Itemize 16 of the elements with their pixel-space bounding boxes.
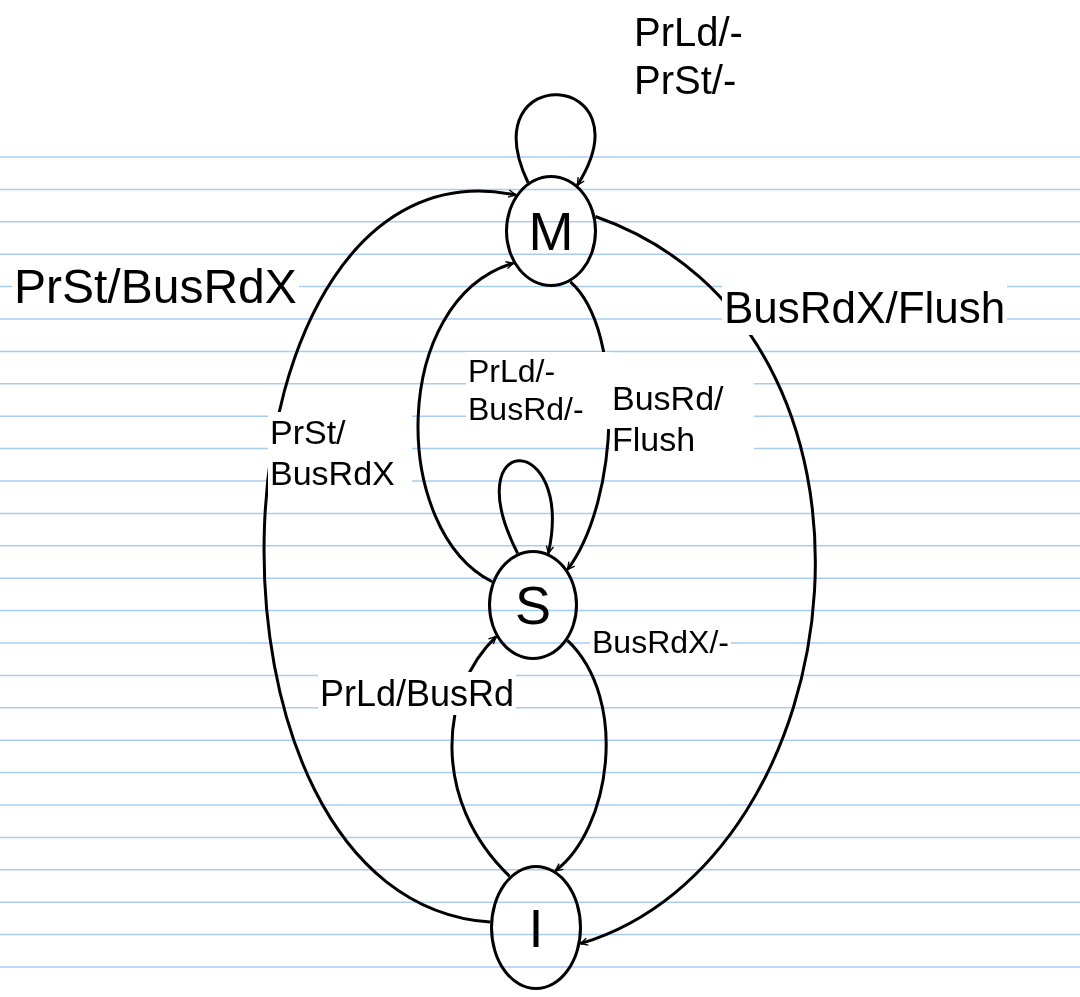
state-name: S — [515, 578, 551, 632]
transition-arrow — [554, 639, 608, 872]
edge-label: PrLd/BusRd — [318, 672, 517, 716]
state-name: M — [528, 204, 574, 258]
state-name: I — [528, 900, 544, 955]
edge-label: PrLd/- BusRd/- — [466, 352, 610, 429]
transition-arrow — [515, 93, 597, 186]
state-circle — [490, 865, 582, 990]
transition-arrow — [498, 459, 554, 554]
transition-arrow — [416, 261, 514, 583]
state-circle — [488, 550, 578, 660]
transition-arrow — [263, 190, 517, 924]
edge-label: PrSt/ BusRdX — [268, 412, 412, 494]
transition-arrow — [579, 215, 816, 946]
edge-label: BusRdX/Flush — [722, 282, 1008, 335]
state-circle — [505, 175, 597, 287]
